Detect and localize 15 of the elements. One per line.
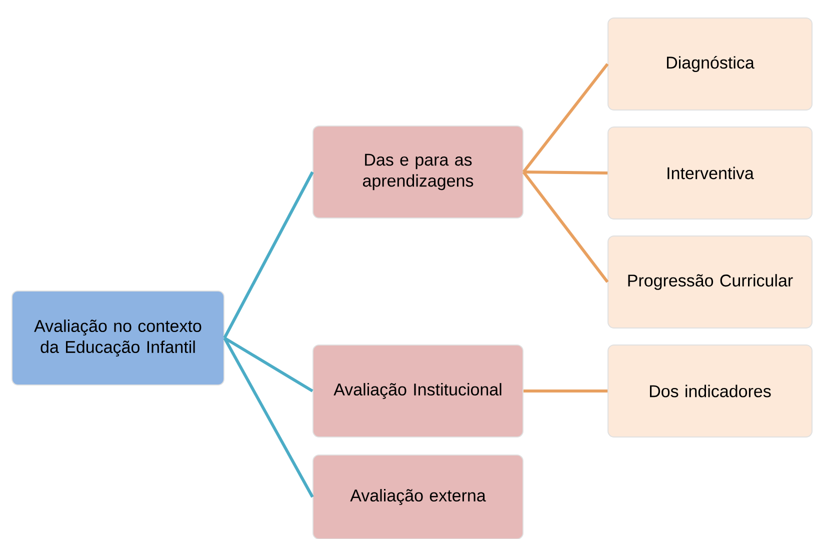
category-box: Avaliação Institucional <box>312 344 524 438</box>
category-box: Das e para as aprendizagens <box>312 126 524 218</box>
connector-line <box>522 63 609 173</box>
connector-line <box>524 390 608 392</box>
category-box: Avaliação externa <box>312 454 524 539</box>
item-box: Progressão Curricular <box>608 236 812 328</box>
connector-line <box>223 337 314 498</box>
root-box: Avaliação no contexto da Educação Infantil <box>12 290 224 386</box>
connector-line <box>223 171 314 339</box>
item-box: Interventiva <box>608 126 812 220</box>
connector-line <box>224 336 314 392</box>
item-box: Dos indicadores <box>608 344 812 438</box>
connector-line <box>522 171 609 283</box>
item-box: Diagnóstica <box>608 18 812 110</box>
connector-line <box>523 170 608 174</box>
